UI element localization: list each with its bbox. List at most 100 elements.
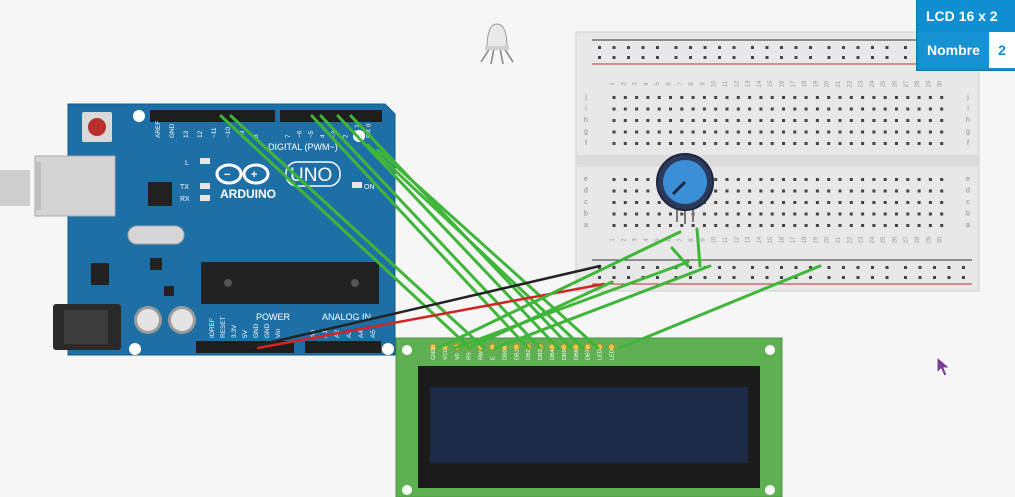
l-led-label: L bbox=[185, 160, 189, 167]
breadboard-column-numbers: 1122334455667788991010111112121313141415… bbox=[610, 80, 944, 243]
breadboard-row-letter: b bbox=[966, 211, 970, 218]
breadboard-column-number: 22 bbox=[847, 236, 853, 243]
breadboard-row-letter: d bbox=[584, 188, 588, 195]
lcd-pin[interactable] bbox=[560, 343, 568, 351]
digital-pin-label: AREF bbox=[155, 121, 162, 138]
breadboard-column-number: 30 bbox=[938, 80, 944, 87]
wire[interactable] bbox=[366, 143, 585, 350]
digital-pin-label: ~11 bbox=[211, 127, 218, 138]
on-label: ON bbox=[364, 184, 375, 191]
wire[interactable] bbox=[695, 227, 702, 268]
breadboard-column-number: 3 bbox=[633, 82, 639, 86]
digital-pin-label: GND bbox=[169, 123, 176, 138]
breadboard-column-number: 26 bbox=[893, 80, 899, 87]
breadboard-column-number: 8 bbox=[689, 82, 695, 86]
wire[interactable] bbox=[229, 114, 486, 350]
wire[interactable] bbox=[319, 114, 542, 350]
breadboard-row-letter: j bbox=[584, 94, 587, 101]
wire-gnd[interactable] bbox=[244, 264, 602, 350]
wire[interactable] bbox=[466, 280, 614, 350]
breadboard-row-letter: e bbox=[584, 176, 588, 183]
breadboard-column-number: 5 bbox=[655, 82, 661, 86]
breadboard-column-number: 14 bbox=[757, 80, 763, 87]
breadboard-column-number: 25 bbox=[881, 80, 887, 87]
breadboard-column-number: 9 bbox=[700, 82, 706, 86]
analog-pin-label: A1 bbox=[322, 330, 329, 338]
potentiometer-icon[interactable] bbox=[656, 153, 714, 224]
name-field-row[interactable]: Nombre 2 bbox=[919, 32, 1015, 68]
digital-header-right[interactable] bbox=[280, 110, 382, 122]
breadboard-row-letter: i bbox=[585, 106, 587, 113]
rgb-led-icon[interactable] bbox=[480, 23, 514, 65]
power-label: POWER bbox=[256, 312, 291, 322]
digital-header-left[interactable] bbox=[150, 110, 275, 122]
mouse-cursor-icon bbox=[936, 356, 952, 377]
breadboard-row-letter: j bbox=[966, 94, 969, 101]
lcd-pin-label: DB5 bbox=[562, 349, 568, 360]
breadboard-column-number: 11 bbox=[723, 236, 729, 243]
power-pin-label: RESET bbox=[220, 316, 227, 338]
breadboard-column-number: 9 bbox=[700, 238, 706, 242]
breadboard-column-number: 23 bbox=[859, 236, 865, 243]
wire[interactable] bbox=[436, 230, 682, 350]
digital-pin-label: ~5 bbox=[308, 130, 315, 138]
wire[interactable] bbox=[310, 114, 530, 350]
breadboard-column-number: 13 bbox=[746, 236, 752, 243]
lcd-pin[interactable] bbox=[608, 343, 615, 351]
breadboard-column-number: 4 bbox=[644, 82, 650, 86]
digital-pin-label: ~10 bbox=[225, 127, 232, 138]
breadboard-column-number: 16 bbox=[780, 80, 786, 87]
svg-text:+: + bbox=[251, 169, 257, 181]
power-header[interactable] bbox=[196, 341, 294, 353]
usb-cable bbox=[0, 170, 30, 206]
wire[interactable] bbox=[670, 246, 690, 268]
breadboard-column-number: 1 bbox=[610, 238, 616, 242]
breadboard-column-number: 15 bbox=[768, 236, 774, 243]
breadboard-column-number: 6 bbox=[667, 238, 673, 242]
breadboard-column-number: 8 bbox=[689, 238, 695, 242]
lcd-pin[interactable] bbox=[572, 343, 580, 351]
breadboard-column-number: 26 bbox=[893, 236, 899, 243]
analog-header[interactable] bbox=[305, 341, 381, 353]
lcd-pin-label: DB1 bbox=[514, 349, 520, 360]
power-pin-label: 5V bbox=[242, 329, 249, 338]
lcd-pin-label: RW bbox=[479, 350, 485, 360]
power-pin-label: 3.3V bbox=[231, 324, 238, 338]
power-pin-label: GND bbox=[253, 323, 260, 338]
lcd-pin[interactable] bbox=[512, 343, 520, 351]
lcd-pin[interactable] bbox=[429, 343, 437, 351]
wire[interactable] bbox=[618, 264, 822, 350]
wires[interactable] bbox=[219, 114, 822, 350]
name-field-input[interactable]: 2 bbox=[998, 42, 1006, 58]
lcd-pin[interactable] bbox=[584, 343, 592, 351]
breadboard-row-letter: g bbox=[966, 129, 970, 136]
lcd-pin-label: V0 bbox=[455, 353, 461, 360]
wire[interactable] bbox=[376, 148, 600, 350]
breadboard-column-number: 13 bbox=[746, 80, 752, 87]
breadboard-row-letter: a bbox=[966, 222, 970, 229]
lcd-pin-label: VCC bbox=[443, 348, 449, 360]
digital-label: DIGITAL (PWM~) bbox=[268, 142, 338, 152]
breadboard-column-number: 28 bbox=[915, 236, 921, 243]
digital-pin-label: 8 bbox=[253, 134, 260, 138]
breadboard-column-number: 20 bbox=[825, 80, 831, 87]
panel-title: LCD 16 x 2 bbox=[926, 8, 998, 24]
analog-pin-label: A5 bbox=[370, 330, 377, 338]
wire[interactable] bbox=[453, 260, 690, 350]
analog-pin-label: A0 bbox=[310, 330, 317, 338]
wire[interactable] bbox=[493, 264, 712, 350]
analog-label: ANALOG IN bbox=[322, 312, 371, 322]
wire[interactable] bbox=[219, 114, 472, 350]
breadboard-column-number: 10 bbox=[712, 80, 718, 87]
breadboard-column-number: 1 bbox=[610, 82, 616, 86]
svg-text:−: − bbox=[224, 169, 230, 181]
breadboard[interactable]: 1122334455667788991010111112121313141415… bbox=[575, 31, 980, 292]
lcd-pin-label: DB6 bbox=[574, 349, 580, 360]
digital-pin-label: 4 bbox=[320, 134, 327, 138]
tx-label: TX bbox=[180, 184, 189, 191]
